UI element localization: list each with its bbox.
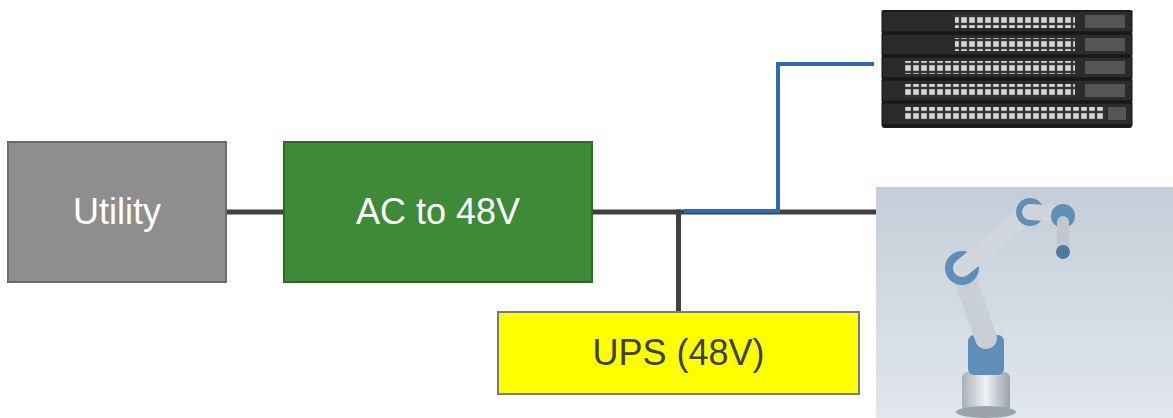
ups-box: UPS (48V) [497,311,860,395]
network-switch-stack [882,10,1132,128]
photo-background [876,187,1173,418]
uplink-ports [1085,38,1125,51]
switch-ports [905,107,1105,120]
switch-ports [955,15,1075,28]
switch-ports [905,84,1075,97]
switch-unit [882,80,1132,101]
uplink-ports [1108,107,1126,120]
robot-base-foot [956,406,1016,418]
switch-unit [882,57,1132,78]
switch-unit [882,11,1132,32]
switch-ports [955,38,1075,51]
switch-unit [882,11,1132,32]
source-box: Utility [7,141,227,283]
robot-wrist [1057,222,1069,248]
switch-unit [882,57,1132,78]
switch-unit [882,103,1132,125]
box-label: AC to 48V [356,191,520,232]
switch-unit [882,34,1132,55]
switch-unit [882,80,1132,101]
robot-tool [1056,245,1070,259]
uplink-ports [1085,61,1125,74]
box-label: UPS (48V) [592,332,764,373]
switch-chassis [882,10,1132,128]
box-label: Utility [73,191,161,232]
uplink-ports [1085,15,1125,28]
robot-arm [876,187,1173,418]
converter-box: AC to 48V [283,141,593,283]
uplink-ports [1085,84,1125,97]
switch-ports [905,61,1075,74]
data-wire [684,64,874,211]
power-line [593,212,679,311]
switch-unit [882,103,1132,125]
robot-link [962,214,1028,268]
power-line [227,210,283,215]
switch-unit [882,34,1132,55]
